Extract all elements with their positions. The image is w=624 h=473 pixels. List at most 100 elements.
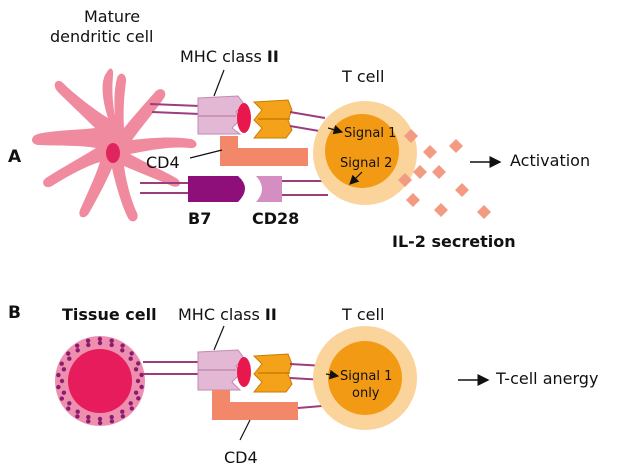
il-2-diamond (423, 145, 437, 159)
dendritic-cell (32, 68, 197, 222)
membrane-dot (66, 351, 71, 356)
signal-1-only-label: only (352, 386, 380, 401)
membrane-dot (109, 419, 115, 424)
membrane-dot (135, 378, 141, 384)
t-cell-b-label: T cell (341, 305, 384, 324)
membrane-dot (75, 348, 80, 353)
tissue-cell-membrane-dots (56, 336, 144, 426)
t-cell-a (313, 101, 417, 205)
b7-molecule (188, 176, 245, 202)
peptide-antigen-b (237, 357, 251, 387)
mhc-class-ii-molecule-b (197, 349, 251, 391)
membrane-dot (120, 348, 125, 353)
mhc-label-a: MHC class II (180, 47, 279, 97)
membrane-dot (139, 384, 144, 390)
membrane-dot (59, 361, 64, 366)
membrane-dot (75, 409, 80, 414)
il-2-secretion-label: IL-2 secretion (392, 232, 516, 251)
membrane-dot (128, 356, 133, 361)
panel-a: A Mature dendritic cell MHC class II (8, 7, 590, 251)
membrane-dot (120, 414, 126, 419)
svg-text:MHC class II: MHC class II (180, 47, 279, 66)
cd28-label: CD28 (252, 209, 299, 228)
membrane-dot (139, 372, 144, 378)
tissue-mhc-membrane-lines (143, 361, 200, 375)
il-2-diamond (432, 165, 446, 179)
membrane-dot (120, 409, 125, 414)
membrane-dot (109, 414, 114, 420)
activation-label: Activation (510, 151, 590, 170)
membrane-dot (86, 414, 91, 420)
peptide-antigen (237, 103, 251, 133)
cd4-label-b-text: CD4 (224, 448, 258, 467)
membrane-dot (136, 361, 141, 366)
membrane-dot (136, 396, 141, 401)
cd4-molecule-a (220, 136, 308, 166)
membrane-dot (128, 401, 133, 406)
membrane-dot (120, 343, 125, 348)
membrane-dot (61, 367, 67, 372)
membrane-dot (97, 416, 103, 422)
signal-1-arrow-a (327, 125, 344, 135)
cd4-t-cell-line-b (297, 405, 323, 409)
membrane-dot (97, 420, 103, 426)
dendritic-cell-label-line1: Mature (84, 7, 140, 26)
tissue-cell (55, 336, 145, 426)
signal-1-label-b: Signal 1 (340, 369, 392, 384)
il-2-diamond (449, 139, 463, 153)
dc-mhc-membrane-lines (149, 103, 201, 115)
mhc-label-b: MHC class II (178, 305, 277, 351)
il-2-diamond (404, 129, 418, 143)
membrane-dot (85, 338, 91, 343)
membrane-dot (75, 343, 80, 348)
cd4-molecule-b (212, 390, 298, 420)
cd28-t-cell-lines (282, 180, 328, 196)
t-cell-anergy-label: T-cell anergy (495, 369, 598, 388)
membrane-dot (109, 338, 114, 343)
membrane-dot (97, 340, 103, 346)
panel-b-letter: B (8, 303, 21, 323)
membrane-dot (56, 384, 61, 390)
t-cell-b (313, 326, 417, 430)
il-2-diamond (434, 203, 448, 217)
dendritic-cell-nucleus (106, 143, 120, 163)
il-2-diamond (398, 173, 412, 187)
il-2-secretion-particles (398, 129, 491, 219)
cd4-label-a: CD4 (146, 149, 223, 172)
mhc-label-b-text: MHC class (178, 305, 265, 324)
cd28-molecule (256, 176, 282, 202)
svg-text:MHC class II: MHC class II (178, 305, 277, 324)
il-2-diamond (413, 165, 427, 179)
membrane-dot (56, 372, 61, 378)
membrane-dot (97, 336, 103, 342)
membrane-dot (75, 414, 80, 419)
panel-b: B Tissue cell MHC class II (8, 303, 598, 467)
mhc-label-a-text: MHC class (180, 47, 267, 66)
mhc-class-ii-molecule (197, 95, 251, 135)
membrane-dot (67, 401, 72, 406)
membrane-dot (66, 406, 71, 411)
dc-b7-membrane-lines (140, 182, 188, 194)
membrane-dot (61, 390, 67, 395)
panel-a-letter: A (8, 147, 22, 167)
membrane-dot (86, 419, 91, 424)
t-cell-receptor-a (252, 99, 293, 139)
cd4-label-b: CD4 (224, 419, 258, 467)
membrane-dot (67, 356, 72, 361)
membrane-dot (133, 367, 139, 372)
cd4-label-a-text: CD4 (146, 153, 180, 172)
membrane-dot (86, 342, 91, 348)
mhc-label-a-roman: II (267, 47, 279, 66)
signal-1-label-a: Signal 1 (344, 126, 396, 141)
mhc-label-b-roman: II (265, 305, 277, 324)
il-2-diamond (455, 183, 469, 197)
signal-2-arrow (349, 171, 363, 185)
membrane-dot (133, 390, 139, 395)
signal-1-arrow-b (325, 369, 340, 380)
membrane-dot (129, 351, 134, 356)
membrane-dot (59, 396, 64, 401)
membrane-dot (129, 406, 134, 411)
membrane-dot (109, 342, 114, 348)
il-2-diamond (406, 193, 420, 207)
